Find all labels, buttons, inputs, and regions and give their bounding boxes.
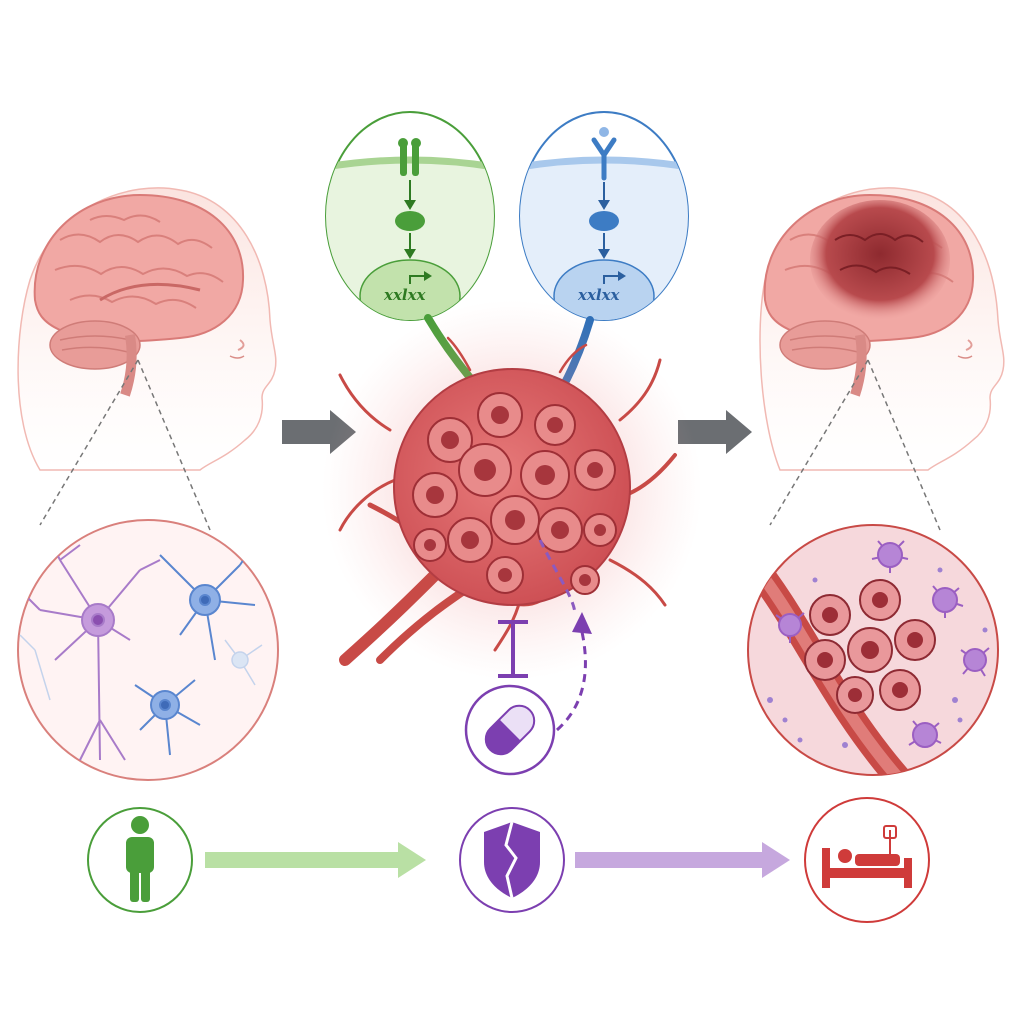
- green-pathway-inset: xxlxx: [325, 111, 495, 321]
- dna-label-blue: xxlxx: [577, 286, 621, 304]
- healthy-status-badge: [87, 807, 193, 913]
- tumor-brain: [763, 193, 975, 397]
- tumor-microenvironment-inset: [747, 524, 999, 776]
- dna-label-green: xxlxx: [383, 286, 427, 304]
- resistance-dashed-arrow: [538, 539, 592, 732]
- tumor-mass: [322, 300, 702, 680]
- neuron-blue: [134, 549, 256, 756]
- tumor-zoom-lines: [769, 359, 941, 531]
- blue-pathway-inset: xxlxx: [519, 111, 689, 321]
- person-icon: [126, 816, 154, 902]
- signal-protein-icon: [589, 211, 619, 231]
- receptor-icon: [398, 138, 421, 176]
- healthy-zoom-lines: [39, 359, 211, 531]
- hospital-bed-icon: [822, 825, 912, 888]
- neuron-purple: [24, 539, 161, 761]
- healthy-brain: [33, 193, 245, 397]
- signal-protein-icon: [395, 211, 425, 231]
- antibody-receptor-icon: [591, 137, 617, 181]
- resistance-status-badge: [459, 807, 565, 913]
- broken-shield-icon: [484, 821, 540, 899]
- timeline-arrow-green: [205, 842, 426, 878]
- pill-capsule-icon: [484, 704, 536, 756]
- inhibition-bar: [498, 620, 528, 678]
- immune-cell: [775, 540, 990, 748]
- healthy-neurons-inset: [17, 519, 279, 781]
- progression-arrow-2: [678, 410, 752, 454]
- drug-circle: [464, 684, 556, 776]
- outcome-status-badge: [804, 797, 930, 923]
- timeline-arrow-purple: [575, 842, 790, 878]
